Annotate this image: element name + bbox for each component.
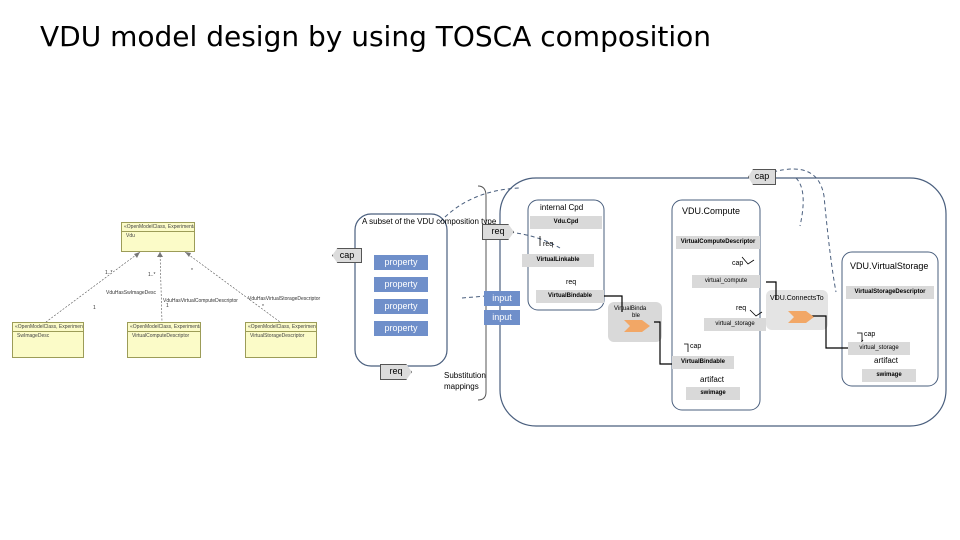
uml-class-compute: «OpenModelClass, Experimental» VirtualCo… bbox=[127, 322, 201, 358]
storage-swimage-grey: swimage bbox=[862, 369, 916, 382]
uml-class-swimage: «OpenModelClass, Experimental» SwImageDe… bbox=[12, 322, 84, 358]
compute-artifact: artifact bbox=[700, 375, 725, 384]
req-bottom-flag: req bbox=[380, 364, 412, 380]
uml-compute-stereotype: «OpenModelClass, Experimental» bbox=[128, 324, 200, 332]
bindable-small-line2: ble bbox=[632, 313, 641, 319]
mult-left-end: 1 bbox=[93, 305, 96, 311]
storage-cap: cap bbox=[864, 331, 876, 338]
assoc-label-compute: VduHasVirtualComputeDescriptor bbox=[163, 298, 238, 304]
mult-mid-end: 1 bbox=[166, 303, 169, 309]
uml-swimage-name: SwImageDesc bbox=[17, 333, 50, 339]
compute-bindable-grey: VirtualBindable bbox=[672, 356, 734, 369]
connects-to-arrow-shape bbox=[788, 311, 814, 323]
storage-artifact: artifact bbox=[874, 356, 899, 365]
virtual-linkable-grey: VirtualLinkable bbox=[522, 254, 594, 267]
subset-label: A subset of the VDU composition type bbox=[362, 217, 497, 226]
uml-vdu-name: Vdu bbox=[126, 233, 135, 239]
cap-left-flag: cap bbox=[332, 248, 362, 263]
compute-cap: cap bbox=[732, 260, 744, 267]
mult-right-end: * bbox=[262, 304, 264, 310]
property-3: property bbox=[374, 299, 428, 314]
property-4: property bbox=[374, 321, 428, 336]
uml-swimage-stereotype: «OpenModelClass, Experimental» bbox=[13, 324, 83, 332]
compute-descriptor-grey: VirtualComputeDescriptor bbox=[676, 236, 760, 249]
internal-cpd-req: req bbox=[543, 241, 554, 248]
input-2: input bbox=[484, 310, 520, 325]
compute-cap2: cap bbox=[690, 343, 702, 350]
uml-storage-name: VirtualStorageDescriptor bbox=[250, 333, 305, 339]
page-title: VDU model design by using TOSCA composit… bbox=[40, 20, 711, 53]
uml-storage-stereotype: «OpenModelClass, Experimental» bbox=[246, 324, 316, 332]
input-1: input bbox=[484, 291, 520, 306]
virtual-compute-grey: virtual_compute bbox=[692, 275, 760, 288]
vdu-cpd-grey: Vdu.Cpd bbox=[530, 216, 602, 229]
req-top-flag: req bbox=[482, 224, 514, 240]
cap-top-flag: cap bbox=[748, 169, 776, 185]
connects-to-label: VDU.ConnectsTo bbox=[770, 295, 824, 302]
compute-req: req bbox=[736, 305, 747, 312]
bindable-small-line1: VirtualBinda bbox=[614, 306, 647, 312]
uml-class-storage: «OpenModelClass, Experimental» VirtualSt… bbox=[245, 322, 317, 358]
vdu-compute-title: VDU.Compute bbox=[682, 206, 741, 216]
bindable-arrow-shape bbox=[624, 320, 650, 332]
assoc-label-swimage: VduHasSwImageDesc bbox=[106, 290, 157, 296]
compute-swimage-grey: swimage bbox=[686, 387, 740, 400]
vdu-storage-title: VDU.VirtualStorage bbox=[850, 261, 929, 271]
assoc-label-storage: VduHasVirtualStorageDescriptor bbox=[248, 296, 321, 302]
mult-right: * bbox=[191, 268, 193, 274]
mult-left: 1..* bbox=[105, 270, 113, 276]
property-2: property bbox=[374, 277, 428, 292]
storage-virtual-storage-grey: virtual_storage bbox=[848, 342, 910, 355]
internal-cpd-req2: req bbox=[566, 279, 577, 286]
internal-cpd-title: internal Cpd bbox=[540, 203, 584, 212]
uml-compute-name: VirtualComputeDescriptor bbox=[132, 333, 190, 339]
substitution-mappings-label: Substitution mappings bbox=[444, 371, 486, 391]
property-1: property bbox=[374, 255, 428, 270]
mult-mid: 1..* bbox=[148, 272, 156, 278]
virtual-bindable-grey: VirtualBindable bbox=[536, 290, 604, 303]
uml-vdu-stereotype: «OpenModelClass, Experimental» bbox=[122, 224, 194, 232]
virtual-storage-req-grey: virtual_storage bbox=[704, 318, 766, 331]
storage-descriptor-grey: VirtualStorageDescriptor bbox=[846, 286, 934, 299]
uml-class-vdu: «OpenModelClass, Experimental» Vdu bbox=[121, 222, 195, 252]
